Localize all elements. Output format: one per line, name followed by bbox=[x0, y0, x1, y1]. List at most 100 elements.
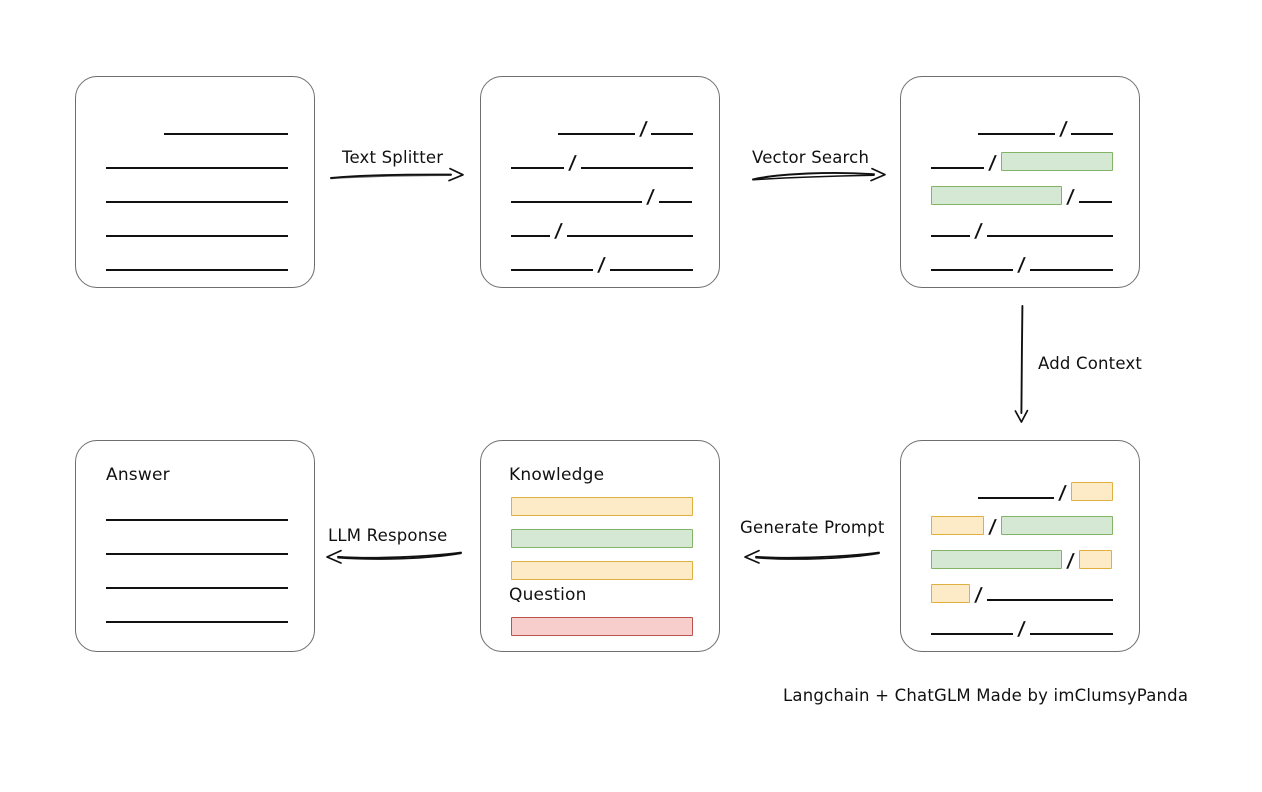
answer-box[interactable]: Answer bbox=[75, 440, 315, 652]
slash-separator-icon: / bbox=[1016, 254, 1026, 276]
text-line-segment bbox=[931, 633, 1013, 635]
text-line-segment bbox=[978, 133, 1055, 135]
text-line-segment bbox=[931, 167, 985, 169]
document-row: / bbox=[931, 549, 1113, 572]
document-row: / bbox=[931, 185, 1113, 208]
document-row: / bbox=[511, 151, 693, 174]
highlighted-chunk-yellow bbox=[511, 560, 693, 580]
text-line-segment bbox=[558, 133, 635, 135]
context-document-rows: / / / / / bbox=[931, 441, 1113, 651]
highlighted-chunk-yellow bbox=[1078, 549, 1112, 569]
text-line-segment bbox=[609, 269, 693, 271]
slash-separator-icon: / bbox=[1058, 482, 1068, 504]
text-line-segment bbox=[511, 235, 551, 237]
answer-heading: Answer bbox=[106, 465, 170, 485]
text-line-segment bbox=[106, 587, 288, 589]
slash-separator-icon: / bbox=[568, 152, 578, 174]
document-row bbox=[106, 503, 288, 523]
add-context-label: Add Context bbox=[1038, 354, 1143, 373]
slash-separator-icon: / bbox=[596, 254, 606, 276]
text-line-segment bbox=[511, 269, 593, 271]
highlighted-chunk-yellow bbox=[1071, 481, 1113, 501]
text-line-segment bbox=[106, 201, 288, 203]
document-row: / bbox=[511, 219, 693, 242]
document-row bbox=[106, 605, 288, 625]
document-row: / bbox=[511, 253, 693, 276]
slash-separator-icon: / bbox=[638, 118, 648, 140]
document-row bbox=[106, 253, 288, 273]
highlighted-chunk-green bbox=[931, 549, 1063, 569]
answer-rows bbox=[106, 441, 288, 651]
slash-separator-icon: / bbox=[988, 516, 998, 538]
text-line-segment bbox=[106, 269, 288, 271]
document-row bbox=[511, 528, 693, 548]
text-splitter-label: Text Splitter bbox=[342, 148, 444, 167]
llm-response-arrow bbox=[322, 548, 462, 564]
text-line-segment bbox=[987, 235, 1113, 237]
text-line-segment bbox=[511, 201, 643, 203]
vector-search-label: Vector Search bbox=[752, 148, 870, 167]
document-row: / bbox=[511, 117, 693, 140]
document-row: / bbox=[931, 253, 1113, 276]
prompt-box[interactable]: Knowledge Question bbox=[480, 440, 720, 652]
vector-matched-document-box[interactable]: / / / / / bbox=[900, 76, 1140, 288]
highlighted-chunk-green bbox=[1001, 515, 1113, 535]
credit-text: Langchain + ChatGLM Made by imClumsyPand… bbox=[783, 686, 1189, 705]
text-line-segment bbox=[1078, 201, 1112, 203]
slash-separator-icon: / bbox=[1058, 118, 1068, 140]
highlighted-chunk-green bbox=[511, 528, 693, 548]
document-row bbox=[511, 560, 693, 580]
knowledge-heading: Knowledge bbox=[509, 465, 605, 485]
text-line-segment bbox=[978, 497, 1055, 499]
slash-separator-icon: / bbox=[988, 152, 998, 174]
document-row: / bbox=[931, 617, 1113, 640]
document-row: / bbox=[931, 481, 1113, 504]
text-line-segment bbox=[651, 133, 693, 135]
text-line-segment bbox=[1071, 133, 1113, 135]
vector-search-arrow bbox=[752, 167, 887, 184]
document-row bbox=[511, 616, 693, 636]
document-row bbox=[106, 219, 288, 239]
source-document-box[interactable] bbox=[75, 76, 315, 288]
text-line-segment bbox=[106, 519, 288, 521]
document-row bbox=[106, 151, 288, 171]
text-line-segment bbox=[567, 235, 693, 237]
slash-separator-icon: / bbox=[1065, 186, 1076, 208]
highlighted-chunk-green bbox=[931, 185, 1063, 205]
document-row: / bbox=[931, 151, 1113, 174]
document-row: / bbox=[931, 117, 1113, 140]
text-line-segment bbox=[658, 201, 692, 203]
document-row bbox=[106, 537, 288, 557]
document-row: / bbox=[931, 219, 1113, 242]
context-document-box[interactable]: / / / / / bbox=[900, 440, 1140, 652]
question-bars bbox=[511, 441, 693, 651]
document-row: / bbox=[511, 185, 693, 208]
document-row bbox=[106, 571, 288, 591]
slash-separator-icon: / bbox=[974, 220, 984, 242]
text-line-segment bbox=[987, 599, 1113, 601]
generate-prompt-label: Generate Prompt bbox=[740, 518, 885, 537]
source-document-rows bbox=[106, 77, 288, 287]
document-row bbox=[106, 117, 288, 137]
document-row bbox=[511, 496, 693, 516]
text-line-segment bbox=[931, 235, 971, 237]
generate-prompt-arrow bbox=[740, 548, 880, 564]
text-line-segment bbox=[1029, 633, 1113, 635]
vector-matched-document-rows: / / / / / bbox=[931, 77, 1113, 287]
text-line-segment bbox=[106, 621, 288, 623]
slash-separator-icon: / bbox=[1065, 550, 1076, 572]
split-document-box[interactable]: / / / / / bbox=[480, 76, 720, 288]
text-line-segment bbox=[581, 167, 693, 169]
document-row: / bbox=[931, 583, 1113, 606]
add-context-arrow bbox=[1014, 305, 1032, 423]
document-row bbox=[106, 185, 288, 205]
highlighted-chunk-yellow bbox=[931, 583, 971, 603]
text-line-segment bbox=[106, 167, 288, 169]
document-row: / bbox=[931, 515, 1113, 538]
text-line-segment bbox=[931, 269, 1013, 271]
highlighted-chunk-yellow bbox=[511, 496, 693, 516]
text-line-segment bbox=[511, 167, 565, 169]
text-splitter-arrow bbox=[330, 167, 465, 184]
text-line-segment bbox=[164, 133, 288, 135]
